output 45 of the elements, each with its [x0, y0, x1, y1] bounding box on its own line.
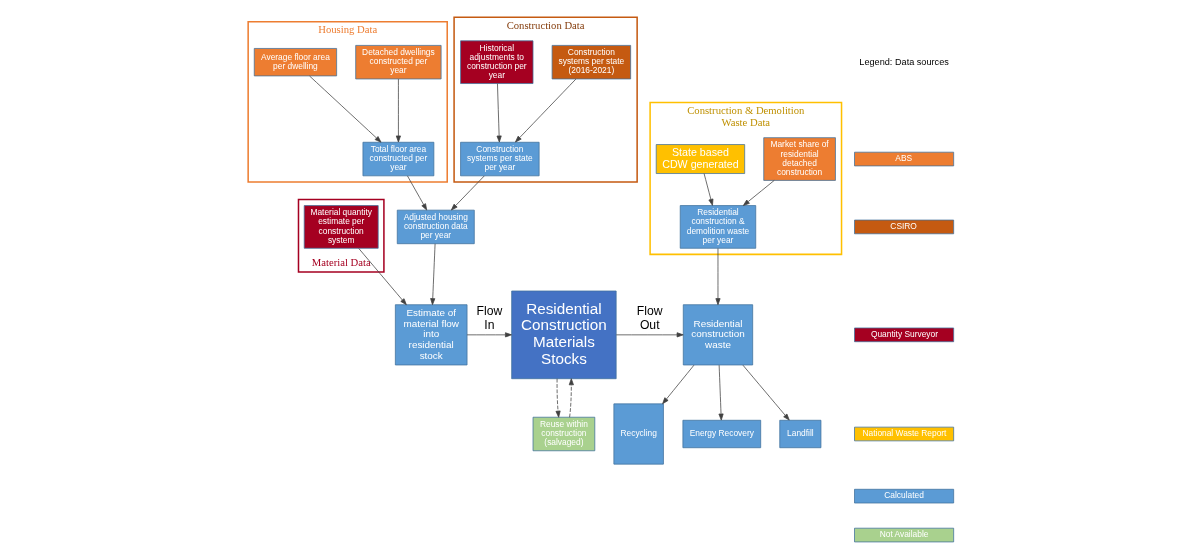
label: Legend: Data sources [858, 56, 949, 67]
node-box: Estimate of material flow into residential stock [394, 304, 467, 366]
node-box: Recycling [613, 403, 664, 465]
arrow [357, 248, 407, 306]
node-box: Reuse within construction (salvaged) [532, 416, 595, 452]
legend-label: CSIRO [889, 221, 917, 232]
node-box: Total floor area constructed per year [362, 141, 434, 177]
edge-label: Flow In [475, 303, 502, 332]
node-box: Construction systems per state per year [459, 141, 539, 177]
arrow [514, 78, 576, 143]
legend-label: Not Available [879, 529, 928, 540]
node-box: Material quantity estimate per construction system [303, 205, 379, 249]
arrow [395, 78, 401, 143]
arrow [703, 173, 713, 206]
arrow [429, 243, 435, 306]
node-box: Historical adjustments to construction per year [459, 40, 533, 84]
arrow [661, 364, 694, 405]
arrow [308, 75, 381, 143]
node-box: Adjusted housing construction data per year [396, 209, 475, 245]
legend-label: National Waste Report [862, 428, 946, 439]
legend-label: Quantity Surveyor [870, 328, 938, 339]
node-box: Residential Construction Materials Stocks [510, 290, 617, 380]
node-box: Residential construction waste [682, 304, 753, 366]
arrow [742, 180, 775, 206]
arrow [742, 364, 790, 421]
arrow [568, 378, 574, 418]
arrow [718, 364, 724, 421]
arrow [555, 378, 561, 418]
arrow [496, 83, 502, 143]
arrow [406, 175, 427, 211]
arrow [714, 248, 720, 306]
arrow [466, 332, 512, 338]
node-box: Market share of residential detached construction [762, 137, 836, 181]
node-box: Construction systems per state (2016-2021) [551, 45, 631, 80]
node-box: Average floor area per dwelling [253, 48, 337, 77]
node-box: State based CDW generated [655, 144, 745, 174]
legend-label: ABS [894, 153, 912, 164]
node-box: Energy Recovery [682, 419, 761, 449]
node-box: Detached dwellings constructed per year [354, 45, 441, 80]
legend-label: Calculated [883, 490, 924, 501]
node-box: Residential construction & demolition waste per year [679, 205, 756, 249]
arrow [450, 175, 485, 211]
arrow [615, 332, 684, 338]
node-box: Landfill [778, 419, 821, 449]
edge-label: Flow Out [636, 303, 663, 332]
